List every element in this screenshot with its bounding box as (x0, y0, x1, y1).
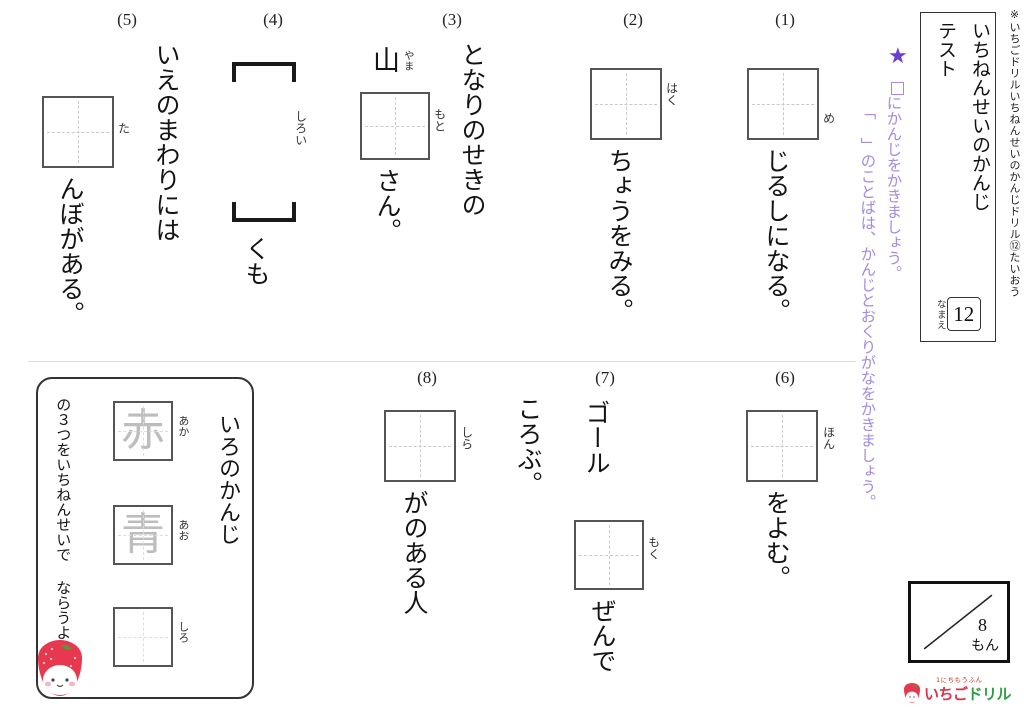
problem-2-sentence: ちょうをみる。 (605, 148, 634, 323)
problem-6-sentence: をよむ。 (762, 490, 791, 590)
page-title: いちねんせいのかんじ (969, 21, 991, 211)
problem-7-lead-text: ゴール (582, 400, 611, 475)
problem-3-furigana: もと (432, 108, 447, 132)
problem-3-answer-box[interactable] (360, 92, 430, 160)
problem-6: (6) ほん をよむ。 (730, 368, 840, 708)
problem-7-tail-text: ころぶ。 (514, 396, 543, 496)
guide-hline (118, 431, 168, 432)
problem-8-number: (8) (417, 368, 437, 387)
name-field-group: なまえ 12 (923, 297, 993, 331)
problem-7-sentence: ぜんで (588, 598, 617, 673)
problem-4-bracket-top (232, 62, 296, 82)
logo-strawberry-icon (904, 683, 920, 703)
problem-3-number: (3) (442, 10, 462, 29)
instruction-line-1: にかんじをかきましょう。 (884, 82, 905, 281)
problem-8-sentence: がのある人 (400, 490, 429, 615)
problem-2-answer-box[interactable] (590, 68, 662, 140)
header-note: ※いちごドリルいちねんせいのかんじドリル⑫たいおう (1008, 8, 1021, 298)
problem-5-number: (5) (117, 10, 137, 29)
problem-1-answer-box[interactable] (747, 68, 819, 140)
problem-8-answer-box[interactable] (384, 410, 456, 482)
problem-7-number: (7) (595, 368, 615, 387)
problem-5-lead-text: いえのまわりには (152, 42, 181, 242)
problem-4-number: (4) (263, 10, 283, 29)
guide-hline (752, 104, 814, 105)
guide-hline (389, 446, 451, 447)
title-box: いちねんせいのかんじ テスト なまえ 12 (920, 12, 996, 342)
ichigo-drill-logo: 1にちもうふん いちごドリル (900, 676, 1020, 716)
info-furigana-red: あか (176, 415, 190, 437)
logo-text: いちごドリル (924, 683, 1012, 704)
problem-4-furigana: しろい (293, 110, 308, 146)
score-box[interactable]: 8 もん (908, 581, 1010, 663)
problem-5-furigana: た (116, 122, 131, 134)
guide-hline (751, 446, 813, 447)
info-card-note: の３つをいちねんせいで ならうよ (54, 397, 73, 640)
problem-8-furigana: しら (459, 426, 474, 450)
info-kanji-box-blue[interactable]: 青 (113, 505, 173, 565)
info-kanji-box-red[interactable]: 赤 (113, 401, 173, 461)
info-card-title: いろのかんじ (215, 413, 240, 545)
guide-hline (118, 637, 168, 638)
problem-5: (5) いえのまわりには た んぼがある。 (24, 10, 189, 350)
problem-6-number: (6) (775, 368, 795, 387)
problem-1-furigana: め (821, 112, 836, 124)
problem-7: (7) ゴール もく ぜんで ころぶ。 (490, 368, 661, 716)
problem-2-number: (2) (623, 10, 643, 29)
instruction-line-1-text: にかんじをかきましょう。 (884, 95, 903, 281)
problem-2-furigana: はく (664, 82, 679, 106)
problem-1-number: (1) (775, 10, 795, 29)
problem-3-lead-kanji: 山 (373, 46, 400, 77)
problem-1-sentence: じるしになる。 (762, 148, 791, 323)
logo-tagline: 1にちもうふん (936, 676, 983, 684)
strawberry-mascot-icon (30, 636, 90, 702)
instruction-line-2: 「 」のことばは、かんじとおくりがなをかきましょう。 (858, 104, 877, 510)
guide-hline (118, 535, 168, 536)
guide-hline (47, 132, 109, 133)
problem-3-sentence: さん。 (373, 168, 402, 243)
score-total: 8 (978, 615, 987, 635)
problem-6-answer-box[interactable] (746, 410, 818, 482)
worksheet-number: 12 (946, 297, 981, 331)
guide-hline (595, 104, 657, 105)
problem-4-sentence: くも (242, 236, 271, 286)
problem-3-lead-text: となりのせきの (458, 42, 487, 217)
guide-hline (579, 555, 639, 556)
score-unit: もん (971, 638, 999, 654)
problem-1: (1) め じるしになる。 (730, 10, 840, 350)
problem-3-lead-kanji-furigana: やま (402, 50, 415, 71)
problem-6-furigana: ほん (821, 426, 836, 450)
page-subtitle: テスト (935, 21, 957, 78)
problem-5-answer-box[interactable] (42, 96, 114, 168)
info-kanji-box-white[interactable] (113, 607, 173, 667)
problem-4-bracket-bottom (232, 202, 296, 222)
score-slash-icon (923, 594, 993, 650)
problem-8: (8) しら がのある人 (372, 368, 482, 708)
problem-7-answer-box[interactable] (574, 520, 644, 590)
blank-square-icon (891, 82, 905, 95)
problem-3: (3) となりのせきの 山 やま もと さん。 (355, 10, 515, 350)
logo-text-green: ドリル (967, 685, 1012, 703)
problem-7-furigana: もく (646, 536, 661, 560)
problem-2: (2) はく ちょうをみる。 (578, 10, 688, 350)
guide-hline (365, 126, 425, 127)
problem-4: (4) しろい くも (218, 10, 328, 350)
name-label: なまえ (934, 298, 946, 331)
logo-text-red: いちご (924, 685, 968, 703)
section-divider (28, 361, 856, 362)
info-furigana-white: しろ (176, 621, 190, 643)
star-icon: ★ (888, 44, 908, 69)
problem-5-sentence: んぼがある。 (56, 176, 85, 326)
info-furigana-blue: あお (176, 519, 190, 541)
